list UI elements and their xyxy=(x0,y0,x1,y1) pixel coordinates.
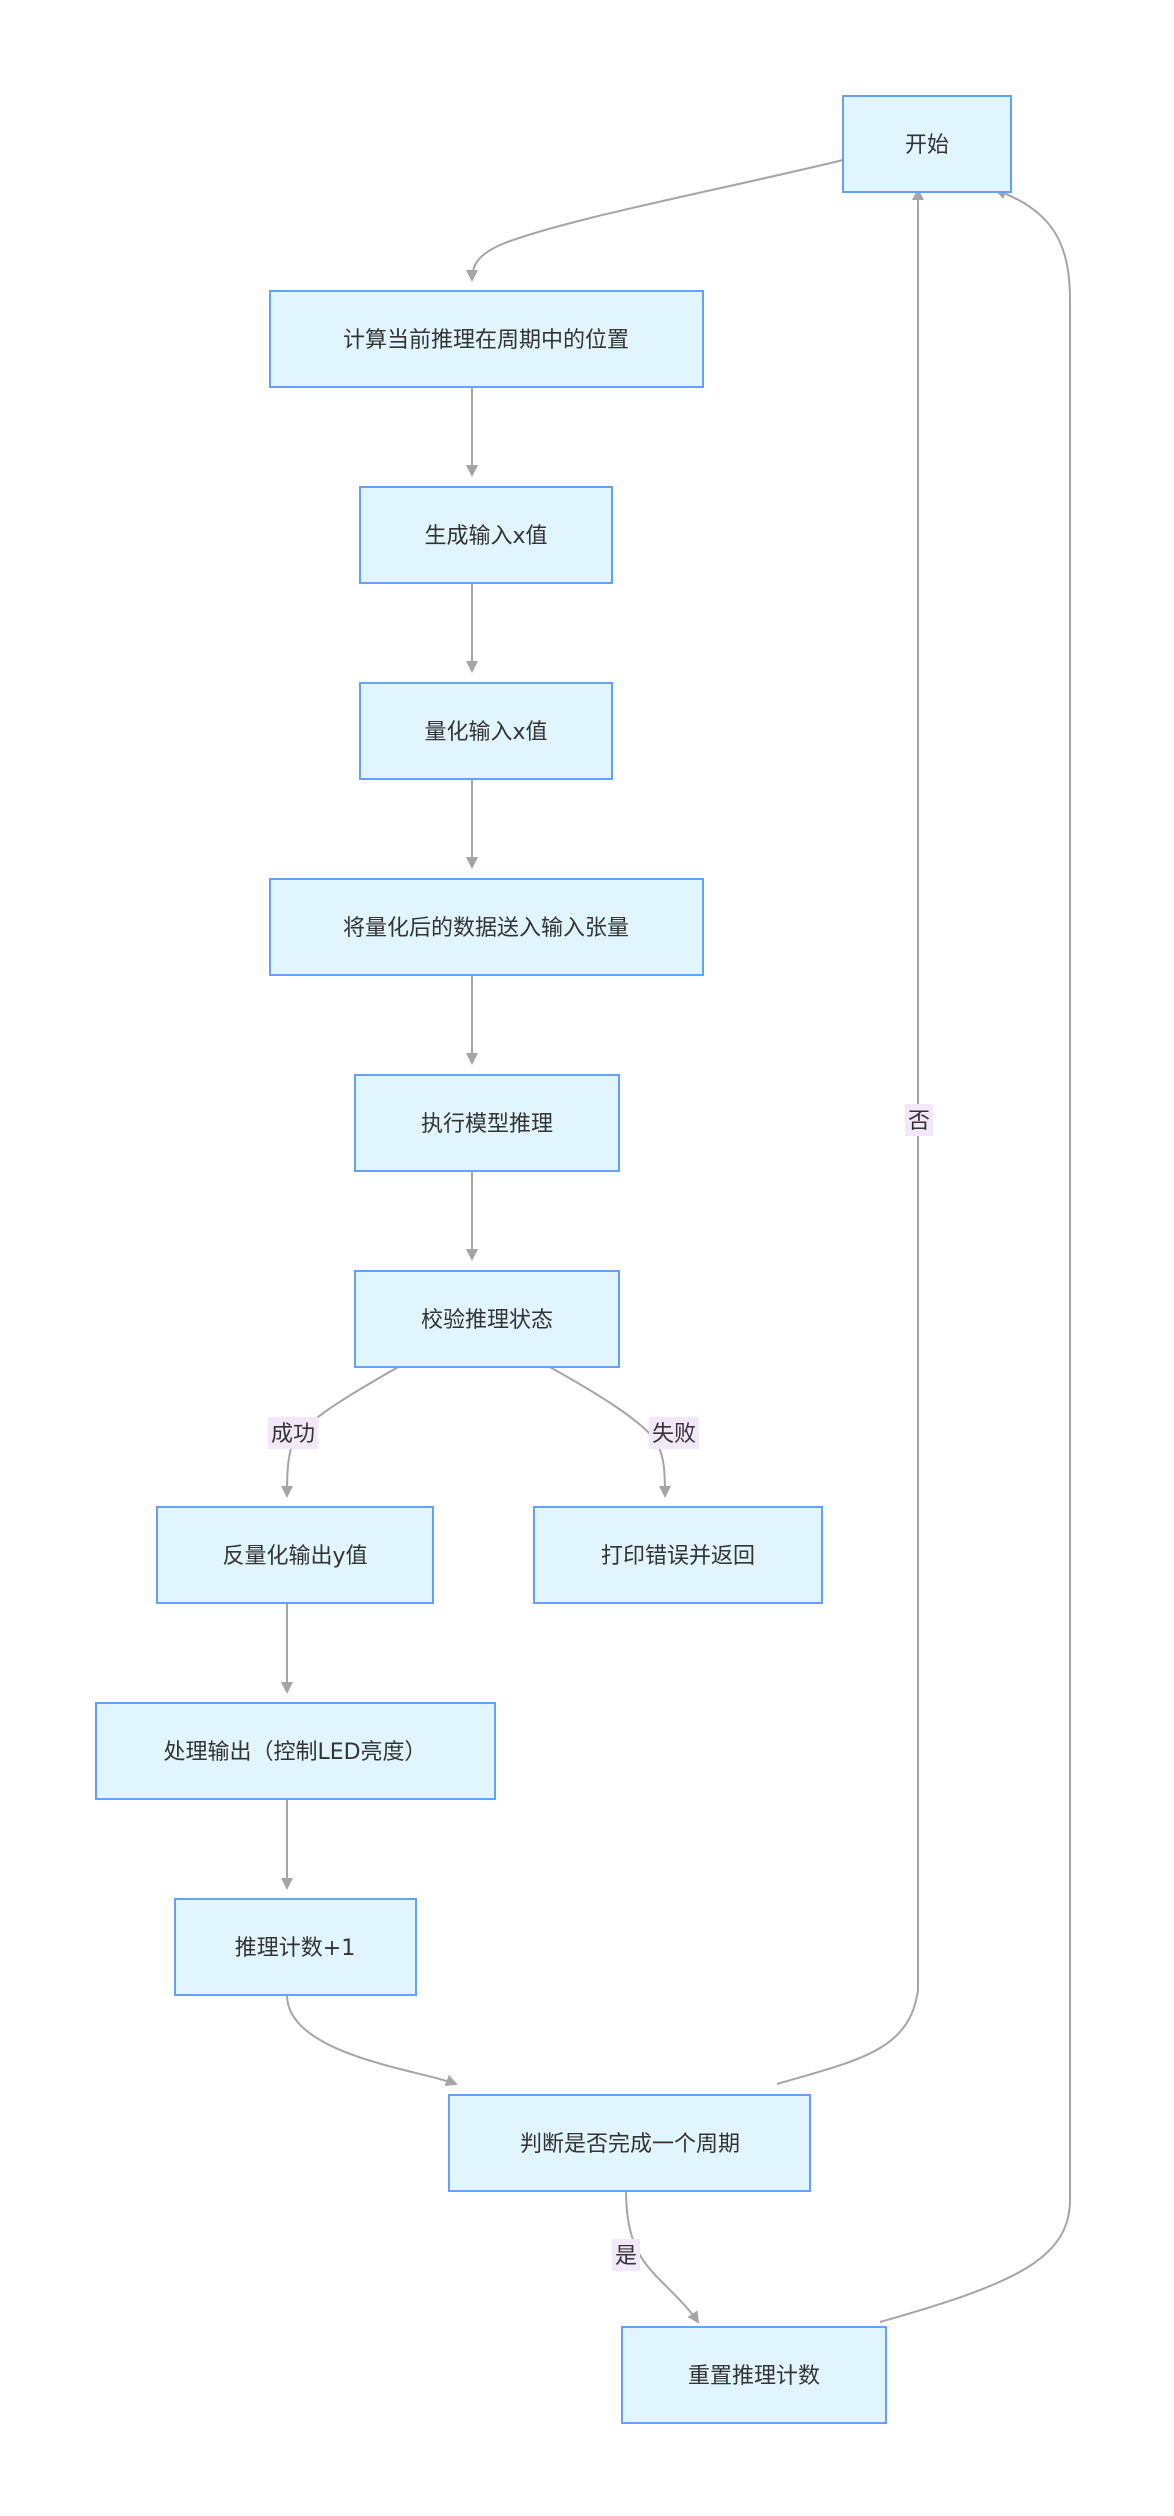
svg-text:成功: 成功 xyxy=(271,1422,315,1447)
node-quant-x: 量化输入x值 xyxy=(359,682,613,780)
node-reset-count: 重置推理计数 xyxy=(621,2326,887,2424)
svg-text:打印错误并返回: 打印错误并返回 xyxy=(601,1544,755,1569)
node-start: 开始 xyxy=(842,95,1012,193)
edge-count-to-cycle xyxy=(286,1994,458,2086)
node-run-inference: 执行模型推理 xyxy=(354,1074,620,1172)
node-feed-tensor: 将量化后的数据送入输入张量 xyxy=(269,878,704,976)
svg-text:判断是否完成一个周期: 判断是否完成一个周期 xyxy=(520,2132,740,2157)
edge-label-yes: 是 xyxy=(612,2239,640,2271)
edge-cycle-to-reset-yes xyxy=(625,2189,700,2324)
svg-text:是: 是 xyxy=(615,2244,637,2269)
node-handle-output: 处理输出（控制LED亮度） xyxy=(95,1702,496,1800)
edge-cycle-to-start-no xyxy=(776,188,924,2085)
svg-text:将量化后的数据送入输入张量: 将量化后的数据送入输入张量 xyxy=(343,916,629,941)
svg-text:失败: 失败 xyxy=(652,1422,696,1447)
node-check-cycle: 判断是否完成一个周期 xyxy=(448,2094,811,2192)
edge-label-success: 成功 xyxy=(268,1417,318,1449)
svg-text:重置推理计数: 重置推理计数 xyxy=(688,2364,820,2389)
node-calc-position: 计算当前推理在周期中的位置 xyxy=(269,290,704,388)
edge-label-fail: 失败 xyxy=(649,1417,699,1449)
svg-text:否: 否 xyxy=(908,1109,930,1134)
svg-text:生成输入x值: 生成输入x值 xyxy=(424,524,547,549)
svg-text:处理输出（控制LED亮度）: 处理输出（控制LED亮度） xyxy=(163,1740,426,1765)
svg-text:计算当前推理在周期中的位置: 计算当前推理在周期中的位置 xyxy=(343,328,629,353)
svg-text:校验推理状态: 校验推理状态 xyxy=(421,1308,553,1333)
node-dequant-y: 反量化输出y值 xyxy=(156,1506,434,1604)
node-print-error: 打印错误并返回 xyxy=(533,1506,823,1604)
edge-labels: 成功 失败 否 是 xyxy=(268,1104,933,2271)
edge-reset-to-start xyxy=(879,187,1071,2323)
svg-text:开始: 开始 xyxy=(905,133,949,158)
svg-text:推理计数+1: 推理计数+1 xyxy=(235,1936,355,1961)
node-check-status: 校验推理状态 xyxy=(354,1270,620,1368)
svg-text:反量化输出y值: 反量化输出y值 xyxy=(222,1544,367,1569)
edge-start-to-calc xyxy=(466,159,844,282)
svg-text:执行模型推理: 执行模型推理 xyxy=(421,1112,553,1137)
edges xyxy=(281,159,1071,2324)
node-gen-x: 生成输入x值 xyxy=(359,486,613,584)
svg-text:量化输入x值: 量化输入x值 xyxy=(424,720,547,745)
nodes: 开始 计算当前推理在周期中的位置 生成输入x值 量化输入x值 将量化后的数据送入… xyxy=(95,95,1012,2424)
edge-check-to-error xyxy=(547,1365,671,1498)
edge-label-no: 否 xyxy=(905,1104,933,1136)
node-count-inc: 推理计数+1 xyxy=(174,1898,417,1996)
